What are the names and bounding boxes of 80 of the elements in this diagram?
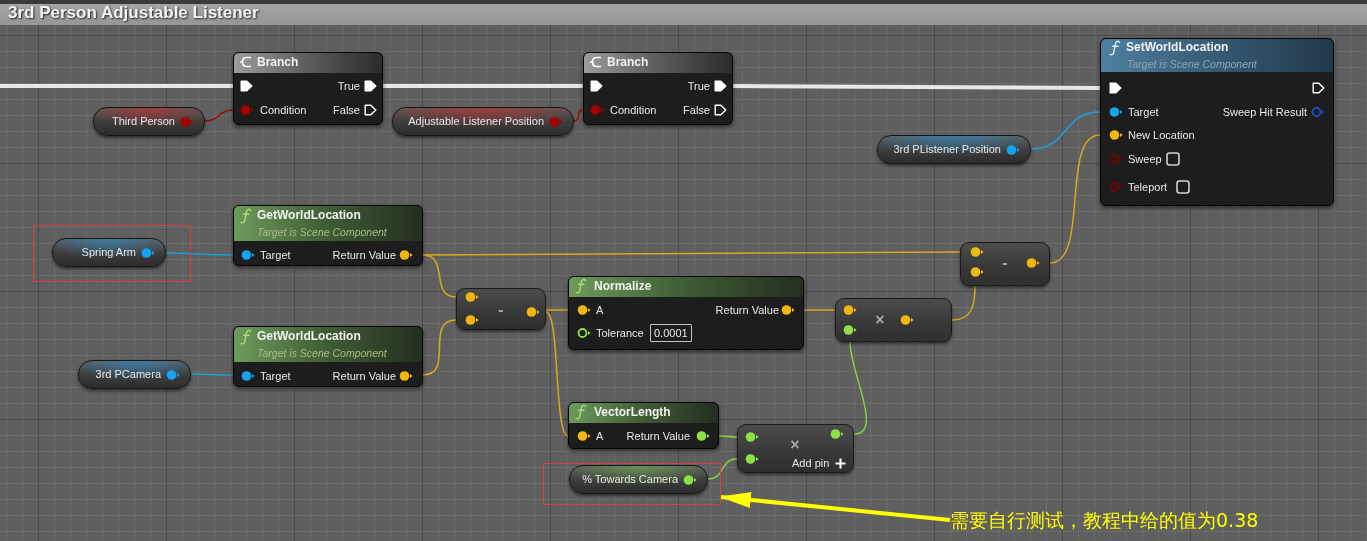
wire — [165, 252, 234, 256]
pin-label: Condition — [260, 103, 307, 117]
node-title: Branch — [607, 54, 649, 70]
node-subtitle: Target is Scene Component — [1127, 57, 1257, 71]
variable-node — [52, 238, 166, 267]
variable-node — [93, 107, 205, 136]
pin-label: False — [683, 103, 710, 117]
function-node — [568, 276, 804, 350]
pin-label: Condition — [610, 103, 657, 117]
wire — [422, 319, 457, 376]
pin-label: Sweep Hit Result — [1222, 105, 1307, 119]
annotation-text: 需要自行测试，教程中给的值为0.38 — [950, 508, 1259, 532]
wire — [1030, 111, 1101, 150]
wire — [190, 373, 234, 376]
node-label: 3rd PListener Position — [893, 142, 1001, 156]
pin-label: Return Value — [332, 369, 396, 383]
pin-label: Tolerance — [596, 326, 644, 340]
wire — [573, 109, 584, 122]
pin-label: A — [596, 429, 604, 443]
operator-symbol: - — [498, 301, 504, 319]
variable-node — [78, 360, 191, 389]
pin-label: Target — [260, 248, 291, 262]
highlight-box — [543, 463, 721, 505]
highlight-box — [33, 225, 191, 282]
title: 3rd Person Adjustable Listener — [8, 3, 259, 23]
wire — [718, 435, 738, 438]
function-node — [1100, 38, 1334, 206]
pin-label: New Location — [1128, 128, 1195, 142]
input-field: 0.0001 — [650, 324, 692, 342]
wire — [383, 84, 583, 88]
wire — [733, 84, 1100, 90]
function-node — [233, 326, 423, 387]
pin-label: Return Value — [626, 429, 690, 443]
pin-label: Teleport — [1128, 180, 1168, 194]
pin-label: Return Value — [332, 248, 396, 262]
variable-node — [392, 107, 574, 136]
wire — [1049, 134, 1101, 264]
node-label: Third Person — [112, 114, 175, 128]
node-title: GetWorldLocation — [257, 328, 361, 344]
operator-node — [737, 424, 854, 473]
pin-label: Target — [260, 369, 291, 383]
wire — [422, 251, 961, 256]
function-node — [233, 205, 423, 266]
node-subtitle: Target is Scene Component — [257, 225, 387, 239]
pin-label: Return Value — [715, 303, 779, 317]
pin-label: False — [333, 103, 360, 117]
pin-label: A — [596, 303, 604, 317]
pin-label: Sweep — [1128, 152, 1162, 166]
wire — [204, 109, 234, 122]
variable-node — [877, 135, 1031, 164]
node-title: Normalize — [594, 278, 652, 294]
node-title: GetWorldLocation — [257, 207, 361, 223]
node-title: Branch — [257, 54, 299, 70]
operator-node — [960, 242, 1050, 286]
node-title: VectorLength — [594, 404, 671, 420]
function-node — [233, 52, 383, 125]
node-title: SetWorldLocation — [1126, 39, 1229, 55]
node-label: % Towards Camera — [582, 472, 678, 486]
node-label: 3rd PCamera — [95, 367, 161, 381]
arrow — [719, 492, 951, 522]
function-node — [568, 402, 719, 449]
function-node — [583, 52, 733, 125]
pin-label: Target — [1128, 105, 1159, 119]
operator-node — [835, 298, 952, 342]
node-label: Spring Arm — [81, 245, 136, 259]
variable-node — [569, 465, 708, 494]
wire — [951, 285, 976, 321]
wire — [0, 84, 233, 88]
wire — [803, 309, 836, 311]
operator-symbol: - — [1002, 254, 1008, 272]
node-subtitle: Target is Scene Component — [257, 346, 387, 360]
pin-label: Add pin — [792, 456, 830, 470]
node-label: Adjustable Listener Position — [408, 114, 544, 128]
operator-symbol: × — [790, 436, 800, 454]
wire — [707, 458, 738, 480]
wire — [545, 309, 569, 311]
pin-label: True — [687, 79, 710, 93]
operator-symbol: × — [875, 311, 885, 329]
pin-label: True — [337, 79, 360, 93]
operator-node — [456, 288, 546, 330]
